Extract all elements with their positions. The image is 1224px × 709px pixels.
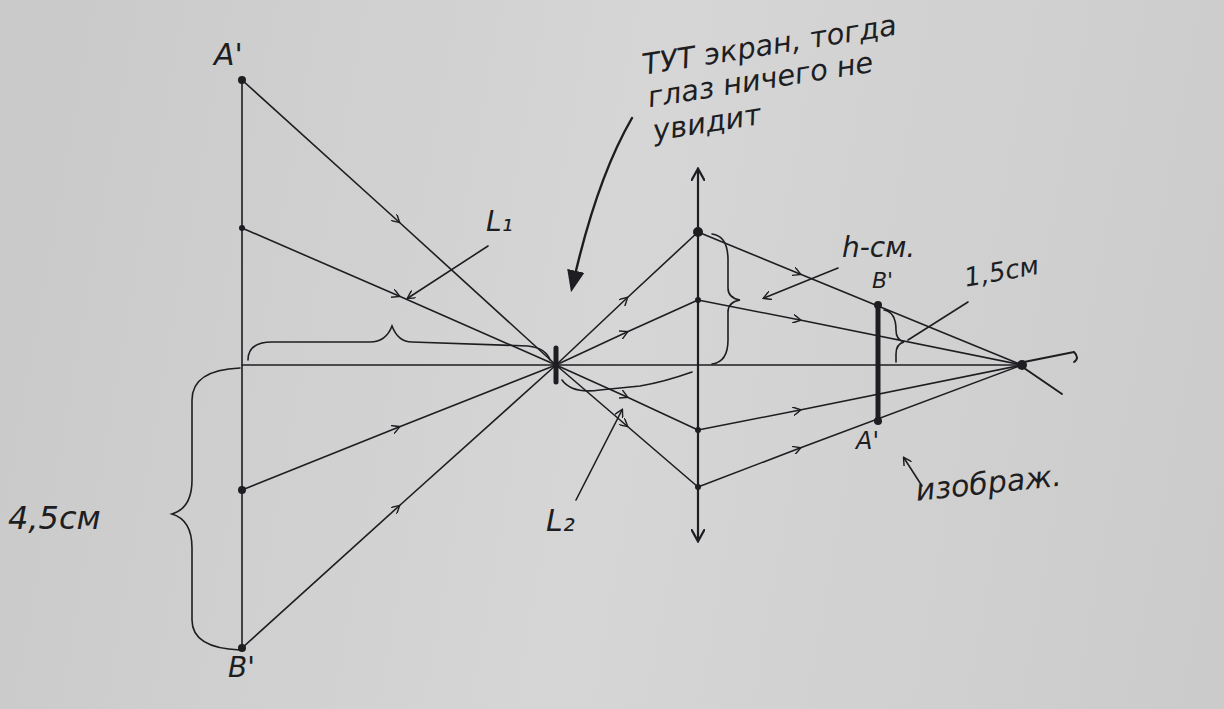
point-label: 1,5см: [962, 251, 1041, 294]
point: [695, 297, 701, 303]
image-brace: [884, 310, 904, 362]
optical-axis: [242, 364, 1022, 366]
leader-line: [408, 246, 488, 298]
light-ray: [698, 300, 1022, 365]
label-holder: h-см.: [842, 232, 915, 264]
point: [695, 484, 701, 490]
light-ray: [242, 365, 556, 490]
point-label: B': [228, 652, 255, 684]
label-holder: L₂: [546, 504, 575, 539]
light-ray: [242, 365, 556, 648]
image-line: [876, 305, 881, 421]
label-holder: ТУТ экран, тогда глаз ничего не увидит: [640, 4, 942, 148]
light-ray: [698, 365, 1022, 430]
eye-symbol: [1024, 352, 1077, 394]
point: [238, 644, 246, 652]
point-label: L₂: [546, 504, 575, 539]
point-label: изображ.: [914, 459, 1063, 509]
point: [874, 301, 882, 309]
point: [239, 225, 245, 231]
point: [238, 486, 246, 494]
point-label: A': [214, 38, 243, 73]
light-ray: [698, 232, 1022, 365]
point: [695, 427, 701, 433]
distance-brace: [562, 372, 692, 391]
light-ray: [242, 228, 556, 365]
height-brace: [712, 234, 740, 364]
label-holder: B': [872, 268, 893, 293]
label-holder: изображ.: [914, 459, 1063, 509]
label-holder: B': [228, 652, 255, 684]
leader-line: [908, 302, 968, 340]
label-holder: L₁: [486, 206, 513, 238]
eye-point: [1017, 360, 1027, 370]
light-ray: [556, 300, 698, 365]
point-label: B': [872, 268, 893, 293]
point: [874, 417, 882, 425]
label-holder: 1,5см: [962, 251, 1041, 294]
distance-brace: [248, 326, 550, 360]
light-ray: [556, 365, 698, 487]
light-ray: [242, 80, 556, 365]
point-label: h-см.: [842, 232, 915, 264]
point-label: A': [856, 428, 879, 456]
label-holder: 4,5см: [8, 500, 101, 537]
size-brace: [172, 368, 240, 650]
point: [693, 227, 703, 237]
leader-line: [764, 268, 838, 298]
pointer-arrow: [572, 118, 632, 288]
light-ray: [556, 365, 698, 430]
point-label: L₁: [486, 206, 513, 238]
point-label: 4,5см: [8, 500, 101, 537]
leader-line: [576, 410, 622, 500]
point: [238, 76, 246, 84]
light-ray: [556, 232, 698, 365]
small-lens: [554, 348, 559, 382]
label-holder: A': [214, 38, 243, 73]
label-holder: A': [856, 428, 879, 456]
note-text: ТУТ экран, тогда глаз ничего не увидит: [640, 4, 942, 148]
